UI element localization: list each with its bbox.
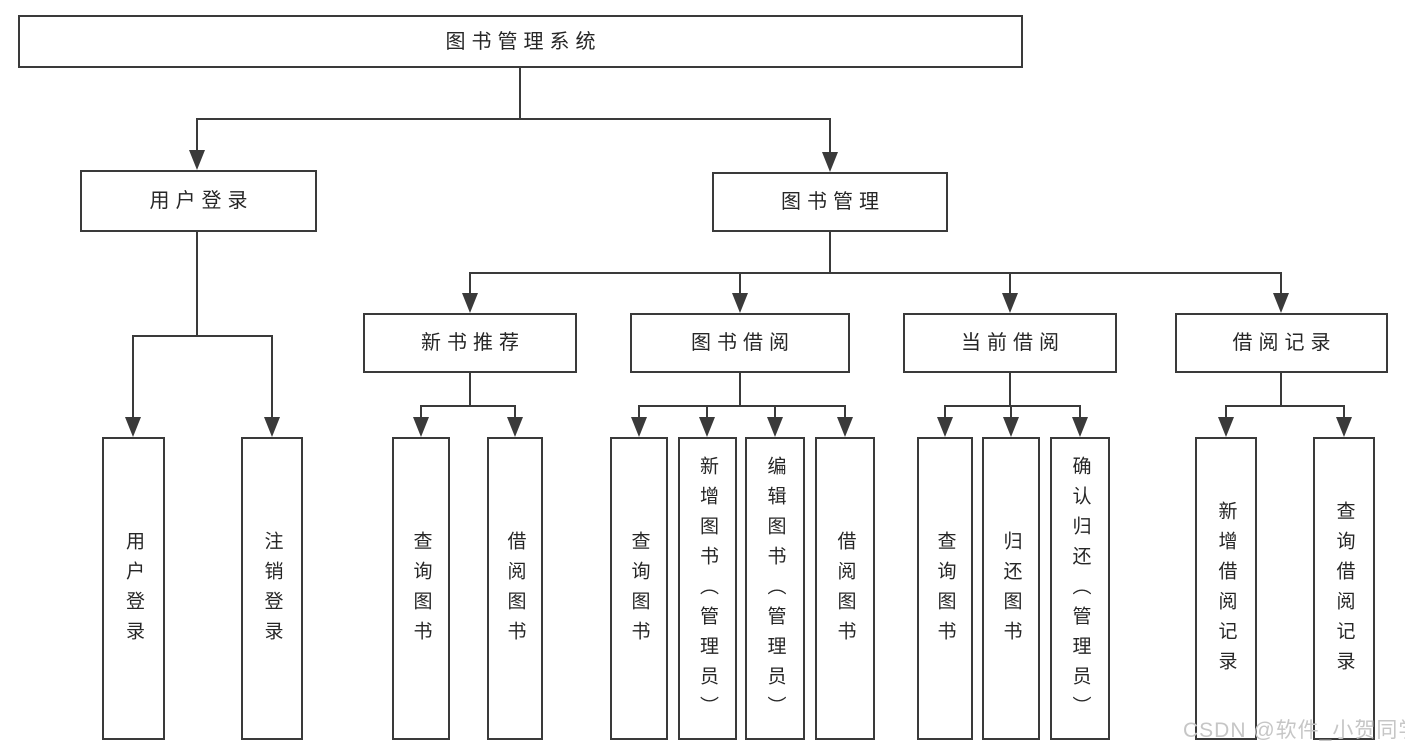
connector-drop xyxy=(271,335,273,419)
arrowhead-down-icon xyxy=(699,417,715,437)
arrowhead-down-icon xyxy=(507,417,523,437)
connector-drop xyxy=(196,118,198,152)
csdn-watermark: CSDN @软件_小贺同学 xyxy=(1183,719,1405,742)
arrowhead-down-icon xyxy=(189,150,205,170)
connector-drop xyxy=(1343,405,1345,419)
leaf-borrowing-borrow-books: 借阅图书 xyxy=(815,437,875,740)
connector-branch xyxy=(638,405,846,407)
connector-branch xyxy=(132,335,273,337)
connector-drop xyxy=(1009,272,1011,295)
arrowhead-down-icon xyxy=(822,152,838,172)
connector-drop xyxy=(132,335,134,419)
leaf-logout: 注销登录 xyxy=(241,437,303,740)
connector-drop xyxy=(844,405,846,419)
connector-stem xyxy=(739,373,741,407)
connector-branch xyxy=(469,272,1282,274)
arrowhead-down-icon xyxy=(1003,417,1019,437)
arrowhead-down-icon xyxy=(1336,417,1352,437)
connector-stem xyxy=(1009,373,1011,407)
connector-branch xyxy=(944,405,1081,407)
arrowhead-down-icon xyxy=(413,417,429,437)
leaf-recommend-borrow-books: 借阅图书 xyxy=(487,437,543,740)
node-root-library-system: 图书管理系统 xyxy=(18,15,1023,68)
leaf-current-return-books: 归还图书 xyxy=(982,437,1040,740)
node-book-management: 图书管理 xyxy=(712,172,948,232)
arrowhead-down-icon xyxy=(1218,417,1234,437)
leaf-records-query-record: 查询借阅记录 xyxy=(1313,437,1375,740)
leaf-current-confirm-return-admin: 确认归还（管理员） xyxy=(1050,437,1110,740)
connector-drop xyxy=(944,405,946,419)
arrowhead-down-icon xyxy=(837,417,853,437)
connector-branch xyxy=(1225,405,1345,407)
connector-stem xyxy=(829,232,831,274)
connector-stem xyxy=(519,67,521,120)
node-new-book-recommend: 新书推荐 xyxy=(363,313,577,373)
leaf-recommend-query-books: 查询图书 xyxy=(392,437,450,740)
connector-drop xyxy=(1225,405,1227,419)
arrowhead-down-icon xyxy=(767,417,783,437)
arrowhead-down-icon xyxy=(732,293,748,313)
arrowhead-down-icon xyxy=(1072,417,1088,437)
node-current-borrowing: 当前借阅 xyxy=(903,313,1117,373)
node-borrow-records: 借阅记录 xyxy=(1175,313,1388,373)
connector-drop xyxy=(829,118,831,154)
connector-branch xyxy=(420,405,516,407)
arrowhead-down-icon xyxy=(631,417,647,437)
connector-stem xyxy=(196,232,198,337)
arrowhead-down-icon xyxy=(264,417,280,437)
connector-stem xyxy=(1280,373,1282,407)
node-user-login: 用户登录 xyxy=(80,170,317,232)
connector-drop xyxy=(469,272,471,295)
connector-branch xyxy=(196,118,831,120)
connector-drop xyxy=(1010,405,1012,419)
arrowhead-down-icon xyxy=(1002,293,1018,313)
leaf-borrowing-add-books-admin: 新增图书（管理员） xyxy=(678,437,737,740)
arrowhead-down-icon xyxy=(1273,293,1289,313)
connector-drop xyxy=(739,272,741,295)
connector-drop xyxy=(1280,272,1282,295)
arrowhead-down-icon xyxy=(462,293,478,313)
leaf-borrowing-edit-books-admin: 编辑图书（管理员） xyxy=(745,437,805,740)
connector-drop xyxy=(514,405,516,419)
arrowhead-down-icon xyxy=(937,417,953,437)
node-book-borrowing: 图书借阅 xyxy=(630,313,850,373)
connector-stem xyxy=(469,373,471,407)
arrowhead-down-icon xyxy=(125,417,141,437)
connector-drop xyxy=(774,405,776,419)
connector-drop xyxy=(706,405,708,419)
connector-drop xyxy=(420,405,422,419)
leaf-borrowing-query-books: 查询图书 xyxy=(610,437,668,740)
connector-drop xyxy=(638,405,640,419)
connector-drop xyxy=(1079,405,1081,419)
leaf-records-add-record: 新增借阅记录 xyxy=(1195,437,1257,740)
leaf-user-login: 用户登录 xyxy=(102,437,165,740)
leaf-current-query-books: 查询图书 xyxy=(917,437,973,740)
